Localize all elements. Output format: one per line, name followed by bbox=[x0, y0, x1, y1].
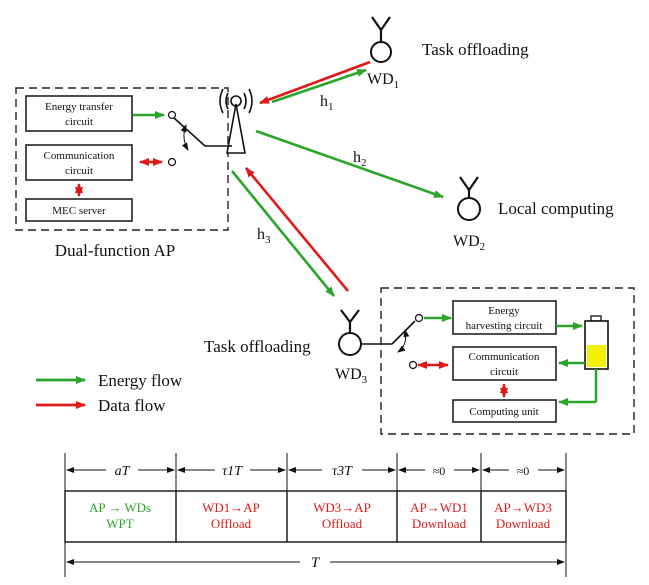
channel-h2: h2 bbox=[353, 149, 367, 169]
channel-h3: h3 bbox=[257, 226, 271, 246]
slot-3-line1: AP→WD1 bbox=[410, 500, 468, 515]
comm-circuit-label-2: circuit bbox=[65, 165, 93, 177]
wd3-role: Task offloading bbox=[204, 337, 311, 356]
wd1-antenna-icon bbox=[370, 16, 392, 63]
wd2-label: WD2 bbox=[453, 233, 485, 253]
ap-title: Dual-function AP bbox=[55, 241, 175, 260]
slot-4-line2: Download bbox=[496, 516, 551, 531]
wd3-energy-link bbox=[230, 170, 336, 297]
timeline: aT τ1T τ3T ≈0 ≈0 AP → WDs WPT WD1→AP Off… bbox=[64, 453, 567, 577]
wd1-energy-link bbox=[271, 68, 367, 104]
legend-energy-label: Energy flow bbox=[98, 371, 183, 390]
timeline-header-0: aT bbox=[115, 464, 131, 479]
battery-icon bbox=[584, 315, 609, 370]
ap-antenna-icon bbox=[219, 88, 253, 154]
energy-harvesting-circuit bbox=[452, 300, 557, 335]
wd2-energy-link bbox=[255, 129, 444, 199]
legend: Energy flow Data flow bbox=[36, 371, 183, 415]
wd3-data-uplink bbox=[244, 167, 350, 292]
harvest-label-1: Energy bbox=[488, 305, 520, 317]
wd3-switch-contact-bottom bbox=[408, 360, 418, 370]
wd1-data-uplink bbox=[259, 60, 371, 105]
slot-2-line2: Offload bbox=[322, 516, 363, 531]
slot-0-line2: WPT bbox=[106, 516, 134, 531]
wd3-communication-circuit bbox=[452, 346, 557, 381]
timeline-total: T bbox=[311, 555, 321, 571]
ap-box: Energy transfer circuit Communication ci… bbox=[15, 87, 229, 231]
channel-h1: h1 bbox=[320, 93, 334, 113]
mec-server-label: MEC server bbox=[52, 205, 106, 217]
wd3-switch-contact-top bbox=[414, 313, 424, 323]
timeline-header-3: ≈0 bbox=[433, 464, 446, 478]
energy-transfer-circuit bbox=[25, 95, 133, 132]
communication-circuit bbox=[25, 144, 133, 181]
computing-unit-label: Computing unit bbox=[469, 406, 538, 418]
timeline-header-1: τ1T bbox=[222, 464, 243, 479]
switch-rotation-icon bbox=[180, 124, 189, 151]
wd2-antenna-icon bbox=[457, 176, 481, 221]
harvest-label-2: harvesting circuit bbox=[466, 320, 543, 332]
timeline-header-2: τ3T bbox=[332, 464, 353, 479]
energy-transfer-label-1: Energy transfer bbox=[45, 101, 113, 113]
wd3-box: Energy harvesting circuit Communication … bbox=[380, 287, 635, 435]
comm-circuit-label-1: Communication bbox=[44, 150, 115, 162]
energy-transfer-label-2: circuit bbox=[65, 116, 93, 128]
slot-1-line1: WD1→AP bbox=[202, 500, 260, 515]
timeline-header-4: ≈0 bbox=[517, 464, 530, 478]
mec-server bbox=[25, 198, 133, 222]
computing-unit bbox=[452, 399, 557, 423]
slot-2-line1: WD3→AP bbox=[313, 500, 371, 515]
slot-4-line1: AP→WD3 bbox=[494, 500, 552, 515]
slot-1-line2: Offload bbox=[211, 516, 252, 531]
wd3-comm-label-1: Communication bbox=[469, 351, 540, 363]
wd3-switch-rotation-icon bbox=[397, 329, 410, 353]
switch-contact-top bbox=[167, 110, 177, 120]
switch-blade bbox=[173, 117, 206, 147]
slot-0-line1: AP → WDs bbox=[89, 500, 151, 515]
wd1-role: Task offloading bbox=[422, 40, 529, 59]
wd2-role: Local computing bbox=[498, 199, 614, 218]
switch-contact-bottom bbox=[167, 157, 177, 167]
legend-data-label: Data flow bbox=[98, 396, 166, 415]
wd3-comm-label-2: circuit bbox=[490, 366, 518, 378]
wd1-label: WD1 bbox=[367, 71, 399, 91]
slot-3-line2: Download bbox=[412, 516, 467, 531]
wd3-label: WD3 bbox=[335, 366, 368, 386]
wd3-antenna-icon bbox=[338, 309, 362, 356]
wd3-switch-blade bbox=[391, 320, 416, 345]
